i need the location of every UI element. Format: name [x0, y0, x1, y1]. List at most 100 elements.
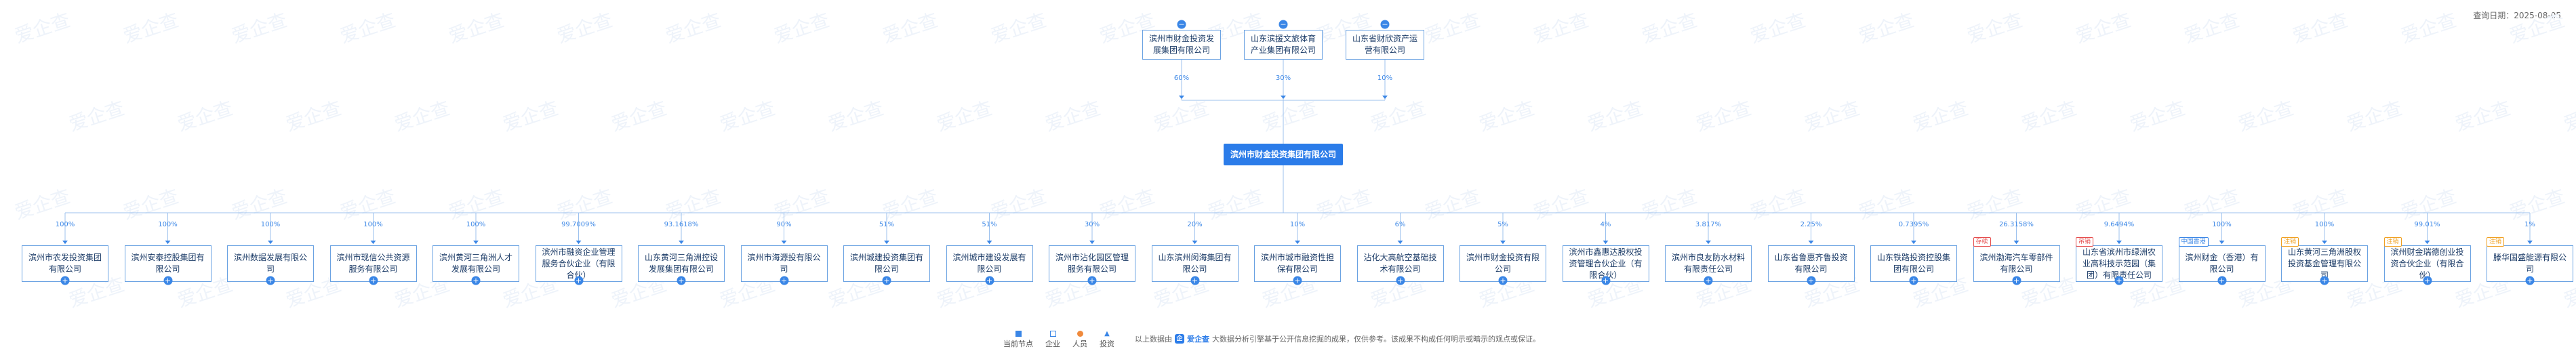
company-name: 滨州市现信公共资源服务有限公司 [336, 253, 410, 274]
expand-button[interactable]: + [1704, 276, 1713, 285]
company-name: 滨州市财金投资有限公司 [1466, 253, 1539, 274]
status-badge: 吊销 [2076, 237, 2094, 247]
investment-arrow [2527, 241, 2533, 244]
subsidiary-node[interactable]: 滨州数据发展有限公司 [227, 245, 314, 282]
expand-button[interactable]: + [369, 276, 378, 285]
investment-arrow [1911, 241, 1916, 244]
investment-arrow [1500, 241, 1506, 244]
investment-arrow [268, 241, 273, 244]
company-name: 滨州数据发展有限公司 [233, 253, 307, 274]
shareholding-percent: 51% [982, 221, 997, 228]
collapse-button[interactable]: − [1380, 20, 1390, 29]
subsidiary-node[interactable]: 滨州市鑫惠达股权投资管理合伙企业（有限合伙） [1562, 245, 1649, 282]
footer-brand[interactable]: 爱企查 [1187, 335, 1209, 344]
company-name: 滨州市沾化园区管理服务有限公司 [1055, 253, 1129, 274]
subsidiary-node[interactable]: 滨州市城市融资性担保有限公司 [1254, 245, 1341, 282]
investment-arrow [576, 241, 582, 244]
shareholding-percent: 99.01% [2414, 221, 2440, 228]
subsidiary-node[interactable]: 山东滨州闵海集团有限公司 [1151, 245, 1239, 282]
expand-button[interactable]: + [677, 276, 686, 285]
collapse-button[interactable]: − [1279, 20, 1288, 29]
expand-button[interactable]: + [1498, 276, 1508, 285]
filled-square-icon [1015, 331, 1022, 337]
expand-button[interactable]: + [471, 276, 481, 285]
subsidiary-node[interactable]: 沾化大高航空基础技术有限公司 [1356, 245, 1444, 282]
shareholding-percent: 3.817% [1695, 221, 1722, 228]
company-name: 山东滨州闵海集团有限公司 [1158, 253, 1232, 274]
shareholding-percent: 30% [1275, 75, 1291, 82]
shareholding-percent: 9.6494% [2104, 221, 2135, 228]
subsidiary-node[interactable]: 滨州市现信公共资源服务有限公司 [329, 245, 417, 282]
subsidiary-node[interactable]: 山东铁路投资控股集团有限公司 [1870, 245, 1957, 282]
expand-button[interactable]: + [2217, 276, 2226, 285]
shareholding-percent: 100% [55, 221, 75, 228]
subsidiary-node[interactable]: 滨州渤海汽车零部件有限公司 [1973, 245, 2060, 282]
expand-button[interactable]: + [574, 276, 583, 285]
expand-button[interactable]: + [780, 276, 788, 285]
subsidiary-node[interactable]: 山东省鲁惠齐鲁投资有限公司 [1767, 245, 1855, 282]
expand-button[interactable]: + [1190, 276, 1199, 285]
shareholding-percent: 10% [1289, 221, 1306, 228]
subsidiary-node[interactable]: 滨州市海源投有限公司 [740, 245, 828, 282]
expand-button[interactable]: + [1909, 276, 1918, 285]
company-name: 滨州市城市融资性担保有限公司 [1260, 253, 1334, 274]
company-name: 山东黄河三角洲股权投资基金管理有限公司 [2287, 247, 2361, 280]
subsidiary-node[interactable]: 滨州城市建设发展有限公司 [946, 245, 1033, 282]
investment-arrow [2322, 241, 2327, 244]
company-name: 滨州财金瑞德创业投资合伙企业（有限合伙） [2390, 247, 2464, 280]
expand-button[interactable]: + [1087, 276, 1097, 285]
subsidiary-node[interactable]: 滨州黄河三角洲人才发展有限公司 [432, 245, 519, 282]
legend-item-person: 人员 [1072, 331, 1087, 349]
subsidiary-node[interactable]: 滨州市沾化园区管理服务有限公司 [1049, 245, 1135, 282]
investment-arrow [884, 241, 889, 244]
expand-button[interactable]: + [1601, 276, 1610, 285]
company-name: 滨州渤海汽车零部件有限公司 [1979, 253, 2053, 274]
shareholder-node[interactable]: 山东滨援文旅体育产业集团有限公司 [1244, 30, 1323, 60]
company-name: 滨州安泰控股集团有限公司 [131, 253, 205, 274]
shareholding-percent: 90% [776, 221, 792, 228]
expand-button[interactable]: + [985, 276, 994, 285]
shareholding-percent: 0.7395% [1898, 221, 1929, 228]
shareholding-percent: 51% [879, 221, 895, 228]
footer-prefix: 以上数据由 [1135, 335, 1172, 344]
investment-arrow [1603, 241, 1609, 244]
expand-button[interactable]: + [2423, 276, 2432, 285]
investment-arrow [1397, 241, 1403, 244]
subsidiary-node[interactable]: 山东省滨州市绿洲农业高科技示范园（集团）有限责任公司 [2076, 245, 2162, 282]
investment-arrow [1089, 241, 1095, 244]
expand-button[interactable]: + [1293, 276, 1302, 285]
legend-label: 当前节点 [1003, 340, 1033, 348]
center-company-node[interactable]: 滨州市财金投资集团有限公司 [1224, 144, 1343, 165]
subsidiary-node[interactable]: 滨州市良友防水材料有限责任公司 [1665, 245, 1752, 282]
shareholder-node[interactable]: 山东省财欣资产运营有限公司 [1346, 30, 1424, 60]
expand-button[interactable]: + [882, 276, 891, 285]
expand-button[interactable]: + [1396, 276, 1405, 285]
expand-button[interactable]: + [60, 276, 70, 285]
company-name: 山东省滨州市绿洲农业高科技示范园（集团）有限责任公司 [2082, 247, 2156, 280]
expand-button[interactable]: + [2525, 276, 2535, 285]
subsidiary-node[interactable]: 山东黄河三角洲控设发展集团有限公司 [638, 245, 725, 282]
subsidiary-node[interactable]: 滨州市融资企业管理服务合伙企业（有限合伙） [535, 245, 622, 282]
expand-button[interactable]: + [1807, 276, 1815, 285]
shareholding-percent: 100% [466, 221, 486, 228]
company-name: 山东黄河三角洲控设发展集团有限公司 [644, 253, 718, 274]
shareholding-percent: 5% [1497, 221, 1508, 228]
expand-button[interactable]: + [266, 276, 275, 285]
subsidiary-node[interactable]: 滨州安泰控股集团有限公司 [124, 245, 212, 282]
expand-button[interactable]: + [2114, 276, 2124, 285]
company-name: 滨州市海源投有限公司 [747, 253, 821, 274]
company-name: 滨州城市建设发展有限公司 [952, 253, 1026, 274]
investment-arrow [2424, 241, 2430, 244]
expand-button[interactable]: + [163, 276, 172, 285]
expand-button[interactable]: + [2012, 276, 2021, 285]
shareholder-node[interactable]: 滨州市财金投资发展集团有限公司 [1142, 30, 1221, 60]
status-badge: 注销 [2383, 237, 2402, 247]
collapse-button[interactable]: − [1177, 20, 1186, 29]
subsidiary-node[interactable]: 滨州财金瑞德创业投资合伙企业（有限合伙） [2383, 245, 2471, 282]
company-name: 滨州黄河三角洲人才发展有限公司 [439, 253, 512, 274]
shareholding-percent: 6% [1394, 221, 1406, 228]
arrow-icon: ▲ [1104, 330, 1110, 337]
expand-button[interactable]: + [2320, 276, 2329, 285]
shareholding-percent: 1% [2524, 221, 2535, 228]
company-name: 滨州财金（香港）有限公司 [2185, 253, 2259, 274]
